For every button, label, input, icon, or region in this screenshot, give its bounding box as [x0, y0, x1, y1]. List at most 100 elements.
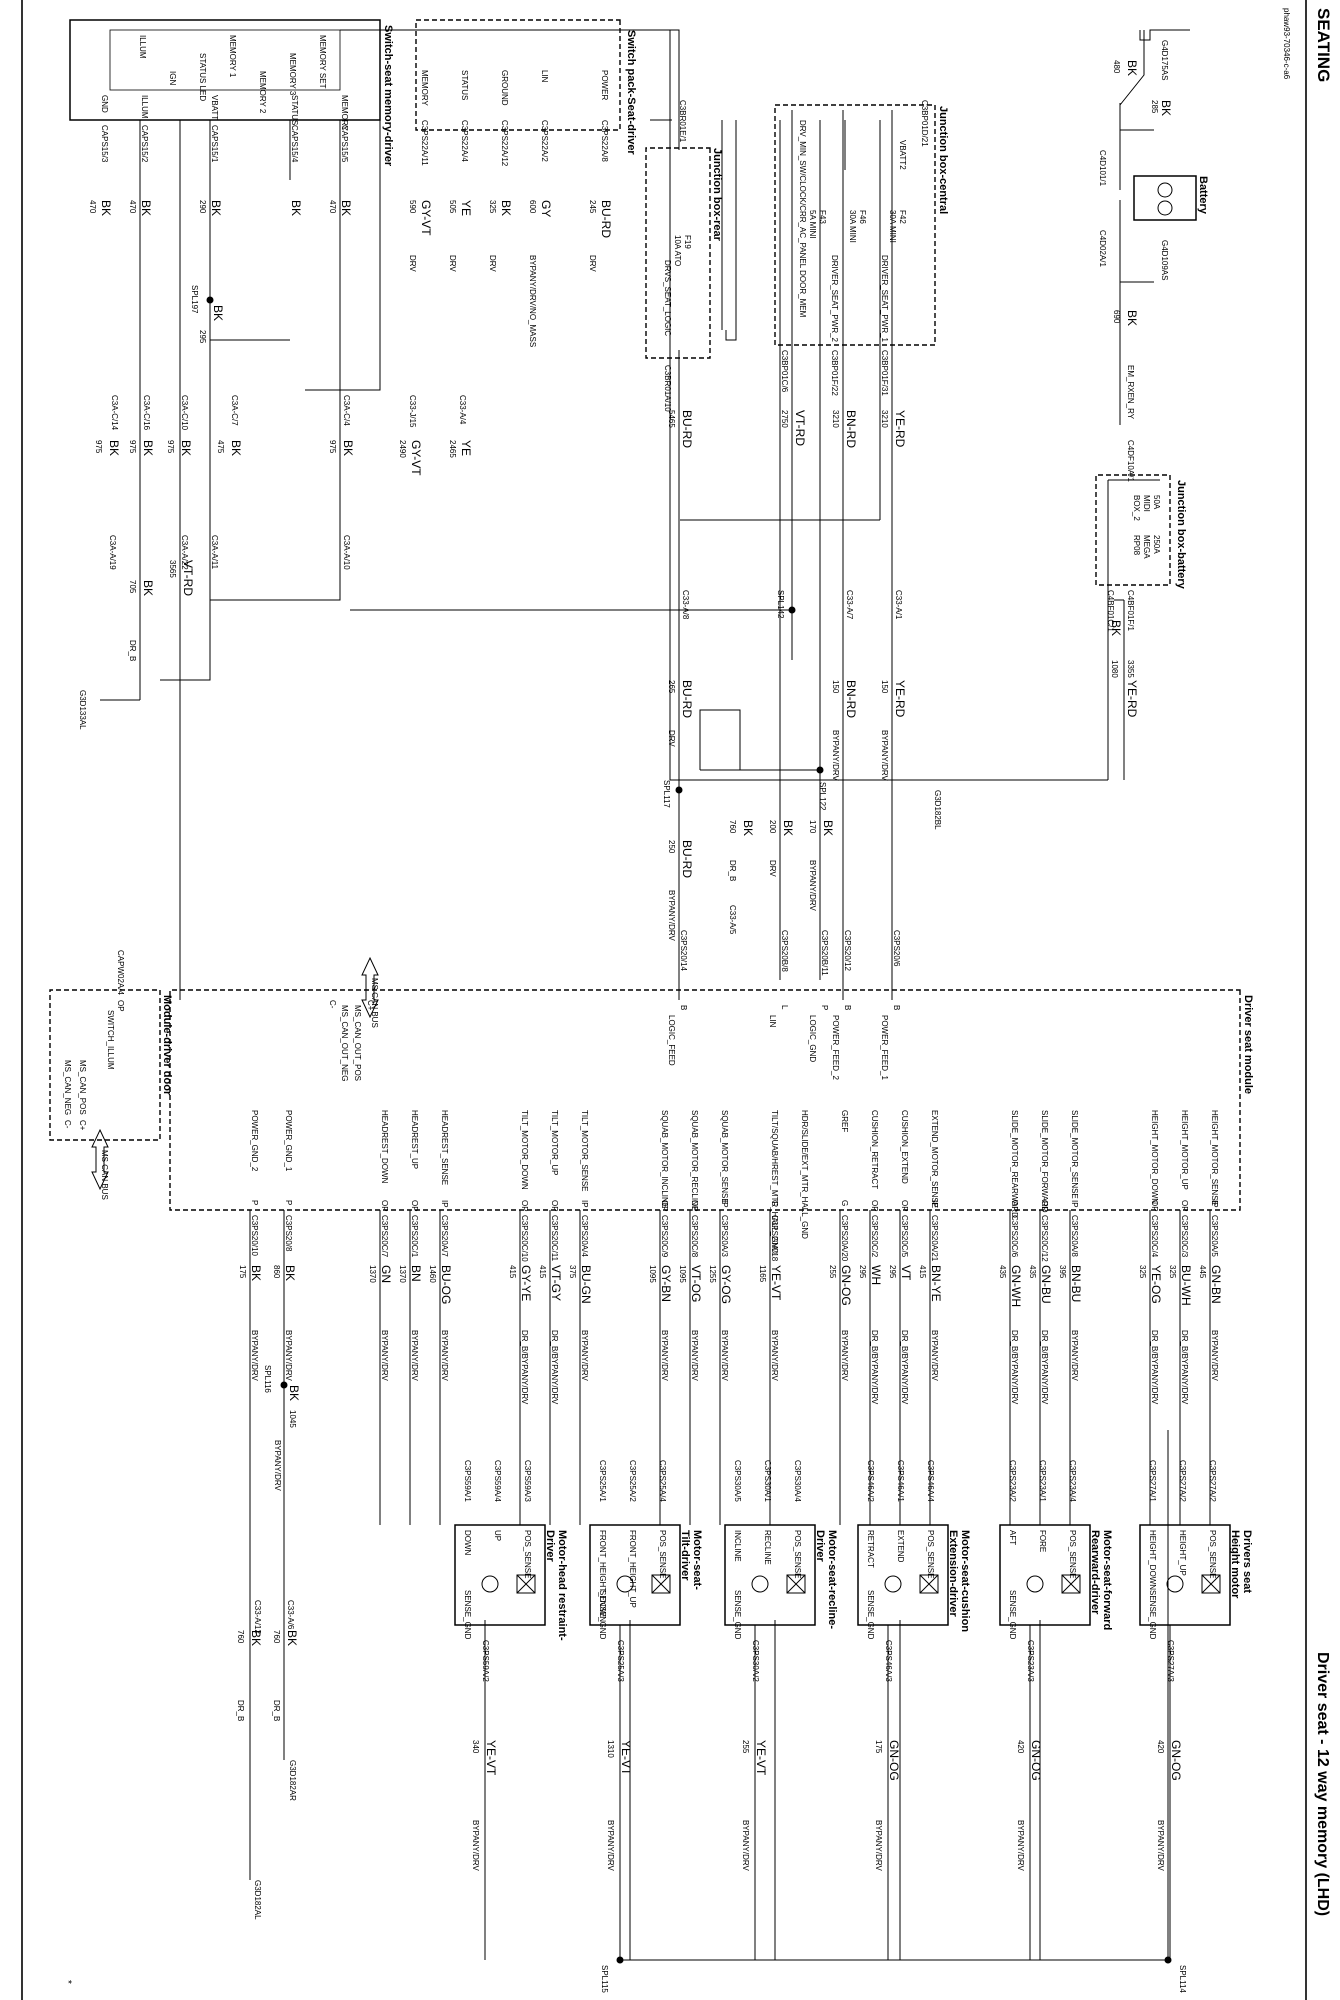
smod-right-11-type: BYPANY/DRV: [770, 1330, 779, 1381]
inline-c3a-10: C3A-A/10: [342, 535, 351, 570]
sp-pin-4-wire: GY-VT: [419, 200, 433, 236]
sm-pin-2-name: VBATT: [210, 95, 219, 120]
smod-right-5-wire: GN-WH: [1009, 1265, 1023, 1307]
sm-internal-5: IGN: [168, 71, 177, 85]
motor-height-pin-2-conn: C3PS27A/1: [1148, 1460, 1157, 1502]
motor-cushion-pin-2-conn: C3PS46A/2: [866, 1460, 875, 1502]
smod-right-6-num: 415: [918, 1265, 927, 1279]
mem-gnd-num: 705: [128, 580, 137, 594]
smod-right-9-num: 255: [828, 1265, 837, 1279]
jb-battery-fuse-2-box: RP08: [1132, 535, 1141, 556]
motor-forward-pin-1-name: FORE: [1038, 1530, 1047, 1552]
sp-pin-2-conn: C3PS22A/12: [500, 120, 509, 167]
sm-internal-3: MEMORY 1: [228, 35, 237, 78]
sm-pin-0-conn: CAPS15/5: [340, 125, 349, 163]
smod-right-4-wire: GN-BU: [1039, 1265, 1053, 1304]
smod-right-12-num: 1255: [708, 1265, 717, 1283]
can-bus-arrow-top-icon: [361, 956, 379, 1019]
sp-pin-2-type: DRV: [488, 255, 497, 272]
smod-right-6-name: EXTEND_MOTOR_SENSE: [930, 1110, 939, 1208]
motor-height-pin-1-conn: C3PS27A/2: [1178, 1460, 1187, 1502]
sm-pin-2-num: 290: [198, 200, 207, 214]
splice-spl197: SPL197: [190, 285, 199, 314]
smod-right-1-wire: BU-WH: [1179, 1265, 1193, 1306]
sm-internal-2: MEMORY 2: [258, 71, 267, 114]
smod-right-11-conn: C3PS20A/18: [770, 1215, 779, 1262]
smod-right-13-num: 1095: [678, 1265, 687, 1283]
inline-c33a5: C33-A/5: [728, 905, 737, 935]
smod-right-6-pin: IP: [930, 1200, 939, 1208]
ground-g6: G3D182AL: [253, 1880, 262, 1920]
net-driver-seat-pwr-2: DRIVER_SEAT_PWR_2: [830, 255, 839, 343]
battery-label: Battery: [1197, 176, 1209, 215]
wire-bk-1080: BK: [1109, 620, 1123, 636]
sp-pin-0-name: POWER: [600, 70, 609, 100]
smod-left-2-pin: B: [679, 1005, 688, 1010]
motor-tilt-pin-1-conn: C3PS25A/2: [628, 1460, 637, 1502]
wire-vt-rd-2750: VT-RD: [793, 410, 807, 446]
can-bus-bottom: MS CAN BUS: [100, 1150, 109, 1200]
mem-gnd-type: DR_B: [128, 640, 137, 661]
smod-left-3-name: LIN: [768, 1015, 777, 1028]
sp-pin-1-conn: C3PS22A/2: [540, 120, 549, 162]
smod-right-4-name: SLIDE_MOTOR_FORWARD: [1040, 1110, 1049, 1213]
smod-left-2-name: LOGIC_FEED: [667, 1015, 676, 1066]
inline-c33a7: C33-A/7: [845, 590, 854, 620]
smod-right-7-num: 295: [888, 1265, 897, 1279]
smod-right-20-pin: OP: [380, 1200, 389, 1212]
smod-right-22-wire: BK: [249, 1265, 263, 1281]
motor-cushion-gnd-name: SENSE_GND: [866, 1590, 875, 1640]
wire-ye-rd-3355: YE-RD: [1125, 680, 1139, 718]
smod-right-7-type: DR_B/BYPANY/DRV: [900, 1330, 909, 1405]
motor-headrest-sensor-x2-icon: [516, 1574, 536, 1594]
sp-pin-0-conn: C3PS22A/8: [600, 120, 609, 162]
switch-memory-block: [69, 19, 381, 121]
motor-forward-pin-1-conn: C3PS23A/1: [1038, 1460, 1047, 1502]
smod-right-3-num: 395: [1058, 1265, 1067, 1279]
smod-right-9-conn: C3PS20A/20: [840, 1215, 849, 1262]
smod-right-7-wire: VT: [899, 1265, 913, 1281]
sm-mid-4-wire: BK: [341, 440, 355, 456]
jb-rear-label: Junction box-rear: [711, 148, 723, 242]
smod-right-19-type: BYPANY/DRV: [410, 1330, 419, 1381]
seat-can-out-pos: MS_CAN_OUT_POS: [353, 1005, 362, 1081]
smod-right-12-conn: C3PS20A/3: [720, 1215, 729, 1257]
splice-spl142: SPL142: [776, 590, 785, 619]
motor-forward-sensor-icon: [1061, 1574, 1081, 1594]
motor-cushion-gnd-num: 175: [874, 1740, 883, 1754]
splice-spl114: SPL114: [1178, 1965, 1187, 1993]
jb-rear-out-conn: C3BR01A/10: [663, 365, 672, 412]
gnd-drop-c-type: DR_B: [728, 860, 737, 881]
smod-right-3-type: BYPANY/DRV: [1070, 1330, 1079, 1381]
smod-right-1-num: 325: [1168, 1265, 1177, 1279]
splice-spl197-dot: [206, 296, 214, 304]
motor-cushion-sensor-x2-icon: [919, 1574, 939, 1594]
motor-height-pin-1-name: HEIGHT_UP: [1178, 1530, 1187, 1576]
pgnd-w2-type: DR_B: [236, 1700, 245, 1721]
ground-g3: G3D133AL: [78, 690, 87, 730]
battery-pos-terminal-icon: [1157, 182, 1173, 198]
smod-right-21-type: BYPANY/DRV: [284, 1330, 293, 1381]
sm-pin-3-name: ILLUM: [140, 95, 149, 119]
sm-mid-3-wire: BK: [229, 440, 243, 456]
smod-right-21-conn: C3PS20/8: [284, 1215, 293, 1252]
motor-headrest-pin-2-name: DOWN: [463, 1530, 472, 1556]
motor-tilt-pin-0-conn: C3PS25A/4: [658, 1460, 667, 1502]
feed-4-wire: BU-RD: [680, 840, 694, 878]
gnd-drop-b-type: DRV: [768, 860, 777, 877]
motor-height-gnd-name: SENSE_GND: [1148, 1590, 1157, 1640]
net-drv-min-sw: DRV_MIN_SW/CLOCK/CRR_AC_PANEL DOOR_MEM: [798, 120, 807, 318]
sp-pin-2-wire: BK: [499, 200, 513, 216]
ground-g5: G3D182AR: [288, 1760, 297, 1801]
sp-pin-1-name: LIN: [540, 70, 549, 83]
splice-spl115: SPL115: [600, 1965, 609, 1993]
smod-right-5-num: 435: [998, 1265, 1007, 1279]
motor-forward-motor-icon: [1026, 1575, 1044, 1593]
sp-pin-1-num: 600: [528, 200, 537, 214]
smod-right-21-pin: P: [284, 1200, 293, 1205]
motor-cushion-title-2: Extension-driver: [947, 1530, 959, 1618]
switch-pack-pins: POWERC3PS22A/8BU-RD245DRVLINC3PS22A/2GY6…: [398, 70, 613, 476]
inline-c3a-19: C3A-A/19: [108, 535, 117, 570]
motor-height-pin-0-conn: C3PS27A/2: [1208, 1460, 1217, 1502]
